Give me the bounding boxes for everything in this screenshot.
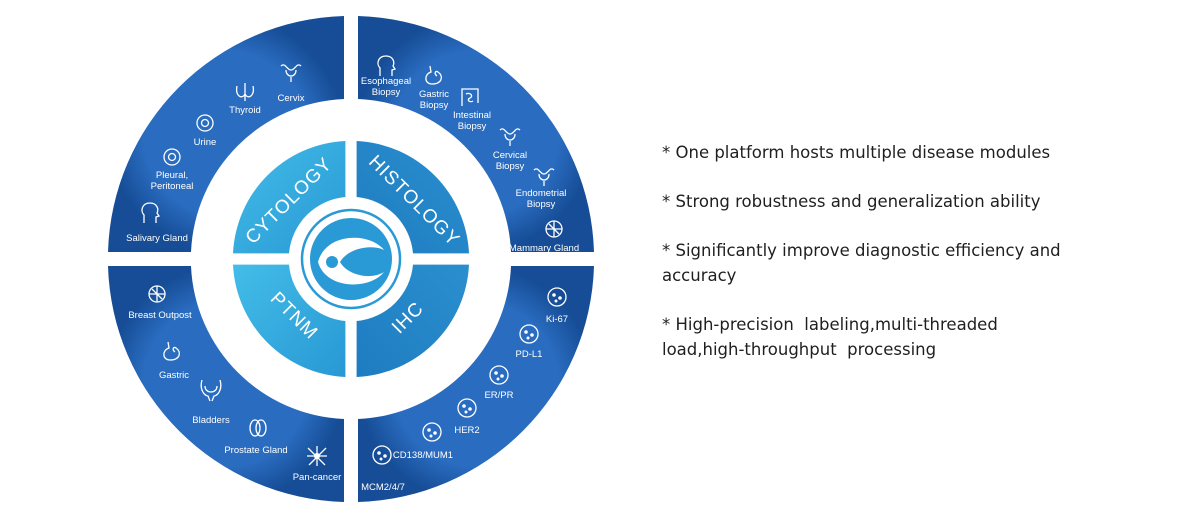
histology-item-label: Gastric xyxy=(419,89,449,100)
ptnm-item: Gastric xyxy=(159,341,189,381)
thyroid-icon xyxy=(235,83,255,101)
module-quadrant-ptnm xyxy=(233,264,346,377)
cytology-item-label: Cervix xyxy=(278,93,305,104)
cytology-item-label: Thyroid xyxy=(229,105,261,116)
ihc-item-label: CD138/MUM1 xyxy=(393,450,453,461)
ihc-item-label: PD-L1 xyxy=(516,349,543,360)
center-logo xyxy=(298,206,404,312)
histology-item-label-line2: Biopsy xyxy=(458,121,487,132)
feature-item: * Strong robustness and generalization a… xyxy=(662,192,1041,211)
outer-quadrant-ptnm xyxy=(108,266,344,502)
cytology-item: Pleural,Peritoneal xyxy=(151,148,194,192)
stained-cell-icon xyxy=(489,365,509,385)
prostate-icon xyxy=(249,419,267,437)
module-ring xyxy=(233,141,469,377)
stomach-icon xyxy=(425,65,443,85)
cell-icon xyxy=(163,148,181,166)
ihc-item-label: MCM2/4/7 xyxy=(361,482,405,493)
outer-quadrant-ihc xyxy=(358,266,594,502)
stained-cell-icon xyxy=(519,324,539,344)
platform-wheel-diagram: CYTOLOGY HISTOLOGY PTNM IHC CervixThyroi… xyxy=(108,16,594,502)
feature-list: * One platform hosts multiple disease mo… xyxy=(662,140,1112,386)
ptnm-item-label: Breast Outpost xyxy=(128,310,192,321)
ptnm-item: Pan-cancer xyxy=(293,446,342,483)
ihc-item-label: Ki-67 xyxy=(546,314,568,325)
ptnm-item: Breast Outpost xyxy=(128,285,192,321)
cytology-item-label: Urine xyxy=(194,137,217,148)
feature-item: * High-precision labeling,multi-threaded… xyxy=(662,315,998,359)
stained-cell-icon xyxy=(422,422,442,442)
ihc-item-label: ER/PR xyxy=(484,390,513,401)
module-quadrant-ihc xyxy=(356,264,469,377)
uterus-icon xyxy=(499,128,521,146)
uterus-icon xyxy=(533,168,555,186)
histology-item: Mammary Gland xyxy=(509,220,579,254)
histology-item-label: Cervical xyxy=(493,150,527,161)
stomach-icon xyxy=(163,341,181,361)
module-quadrant-cytology xyxy=(233,141,346,254)
module-items: CervixThyroidUrinePleural,PeritonealSali… xyxy=(126,55,579,493)
breast-icon xyxy=(148,285,166,303)
head-icon xyxy=(141,202,161,223)
cytology-item: Thyroid xyxy=(229,83,261,116)
feature-item: * One platform hosts multiple disease mo… xyxy=(662,143,1051,162)
histology-item-label-line2: Biopsy xyxy=(527,199,556,210)
head-icon xyxy=(377,55,397,76)
ptnm-item: Bladders xyxy=(192,379,230,426)
cytology-item-label: Salivary Gland xyxy=(126,233,188,244)
outer-ring xyxy=(108,16,594,502)
intestine-icon xyxy=(461,88,479,106)
cell-icon xyxy=(196,114,214,132)
ptnm-item: Prostate Gland xyxy=(224,419,288,456)
histology-item-label-line2: Biopsy xyxy=(372,87,401,98)
outer-quadrant-cytology xyxy=(108,16,344,252)
outer-quadrant-histology xyxy=(358,16,594,252)
ihc-item-label: HER2 xyxy=(454,425,479,436)
ihc-item: PD-L1 xyxy=(516,324,543,360)
histology-item-label: Esophageal xyxy=(361,76,411,87)
histology-item-label: Intestinal xyxy=(453,110,491,121)
cytology-item: Cervix xyxy=(278,64,305,104)
ihc-item: ER/PR xyxy=(484,365,514,401)
stained-cell-icon xyxy=(372,445,392,465)
ihc-item: CD138/MUM1 xyxy=(393,422,453,461)
cancer-cell-icon xyxy=(307,446,327,466)
ptnm-item-label: Bladders xyxy=(192,415,230,426)
ihc-item: MCM2/4/7 xyxy=(361,445,405,493)
ihc-item: HER2 xyxy=(454,398,480,436)
bladder-icon xyxy=(200,379,222,402)
histology-item-label: Endometrial xyxy=(516,188,567,199)
module-quadrant-histology xyxy=(356,141,469,254)
stained-cell-icon xyxy=(547,287,567,307)
cytology-item: Urine xyxy=(194,114,217,148)
histology-item-label: Mammary Gland xyxy=(509,243,579,254)
cytology-item-label: Pleural, xyxy=(156,170,188,181)
uterus-icon xyxy=(280,64,302,82)
ihc-item: Ki-67 xyxy=(546,287,568,325)
histology-item-label-line2: Biopsy xyxy=(496,161,525,172)
stained-cell-icon xyxy=(457,398,477,418)
histology-item-label-line2: Biopsy xyxy=(420,100,449,111)
cytology-item-label-line2: Peritoneal xyxy=(151,181,194,192)
cytology-item: Salivary Gland xyxy=(126,202,188,244)
feature-item: * Significantly improve diagnostic effic… xyxy=(662,241,1061,285)
breast-icon xyxy=(545,220,563,238)
ptnm-item-label: Pan-cancer xyxy=(293,472,342,483)
ptnm-item-label: Prostate Gland xyxy=(224,445,287,456)
ptnm-item-label: Gastric xyxy=(159,370,189,381)
